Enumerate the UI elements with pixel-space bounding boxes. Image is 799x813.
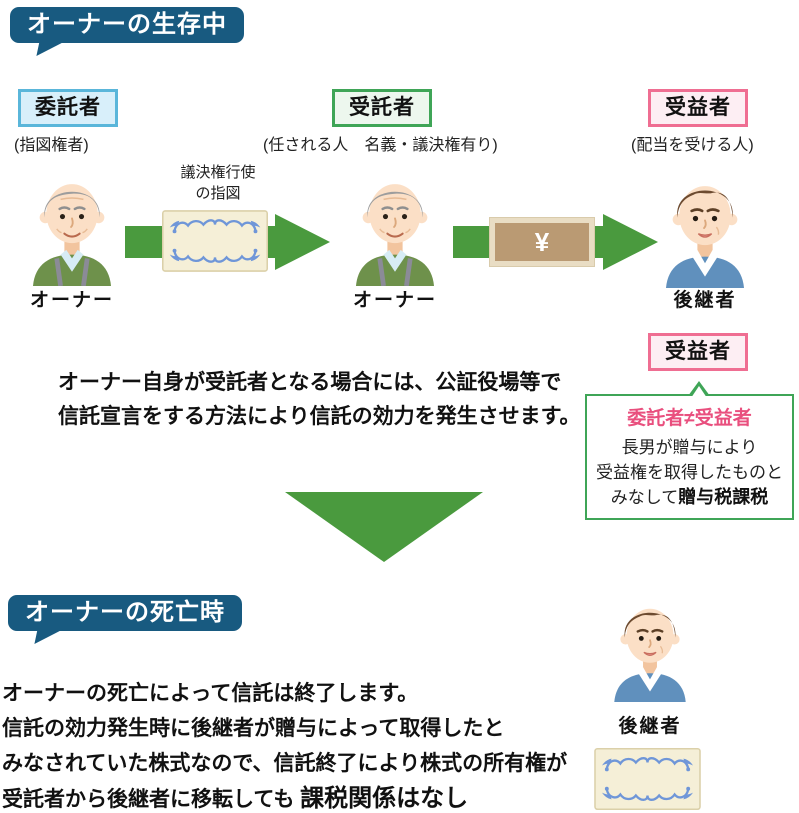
badge-tail-icon — [34, 629, 64, 644]
yen-note-icon: ¥ — [489, 217, 595, 267]
bubble-notch-icon — [691, 386, 707, 398]
beneficiary-box: 受益者 — [648, 89, 748, 127]
badge-tail-icon — [36, 41, 66, 56]
bubble-headline: 委託者≠受益者 — [627, 408, 752, 429]
owner-illustration — [24, 168, 120, 286]
gift-tax-emphasis: 贈与税課税 — [678, 487, 769, 507]
death-explanation: オーナーの死亡によって信託は終了します。 信託の効力発生時に後継者が贈与によって… — [2, 682, 568, 812]
stock-certificate-icon — [594, 748, 701, 810]
owner-label: オーナー — [29, 290, 114, 311]
consignor-box: 委託者 — [18, 89, 118, 127]
successor-label: 後継者 — [673, 290, 737, 311]
owner-illustration — [347, 168, 443, 286]
no-tax-emphasis: 課税関係はなし — [300, 785, 469, 812]
successor-illustration — [606, 594, 694, 702]
beneficiary-tag: 受益者 — [648, 333, 748, 371]
down-triangle-icon — [285, 492, 483, 562]
beneficiary-sub: (配当を受ける人) — [631, 137, 754, 154]
voting-instruction-caption: 議決権行使 の指図 — [180, 164, 256, 202]
section-header-alive-label: オーナーの生存中 — [27, 11, 227, 38]
declaration-note: オーナー自身が受託者となる場合には、公証役場等で 信託宣言をする方法により信託の… — [58, 371, 581, 428]
stock-certificate-icon — [162, 210, 268, 272]
trustee-box: 受託者 — [332, 89, 432, 127]
section-header-death: オーナーの死亡時 — [8, 595, 242, 644]
section-header-alive: オーナーの生存中 — [10, 7, 244, 56]
consignor-sub: (指図権者) — [14, 137, 89, 154]
trustee-sub: (任される人 名義・議決権有り) — [263, 137, 498, 154]
successor-label: 後継者 — [618, 716, 682, 737]
owner-label: オーナー — [352, 290, 437, 311]
successor-illustration — [657, 170, 753, 288]
section-header-death-label: オーナーの死亡時 — [25, 599, 225, 626]
yen-symbol: ¥ — [495, 223, 589, 261]
gift-tax-bubble: 委託者≠受益者 長男が贈与により 受益権を取得したものと みなして贈与税課税 — [585, 381, 794, 520]
